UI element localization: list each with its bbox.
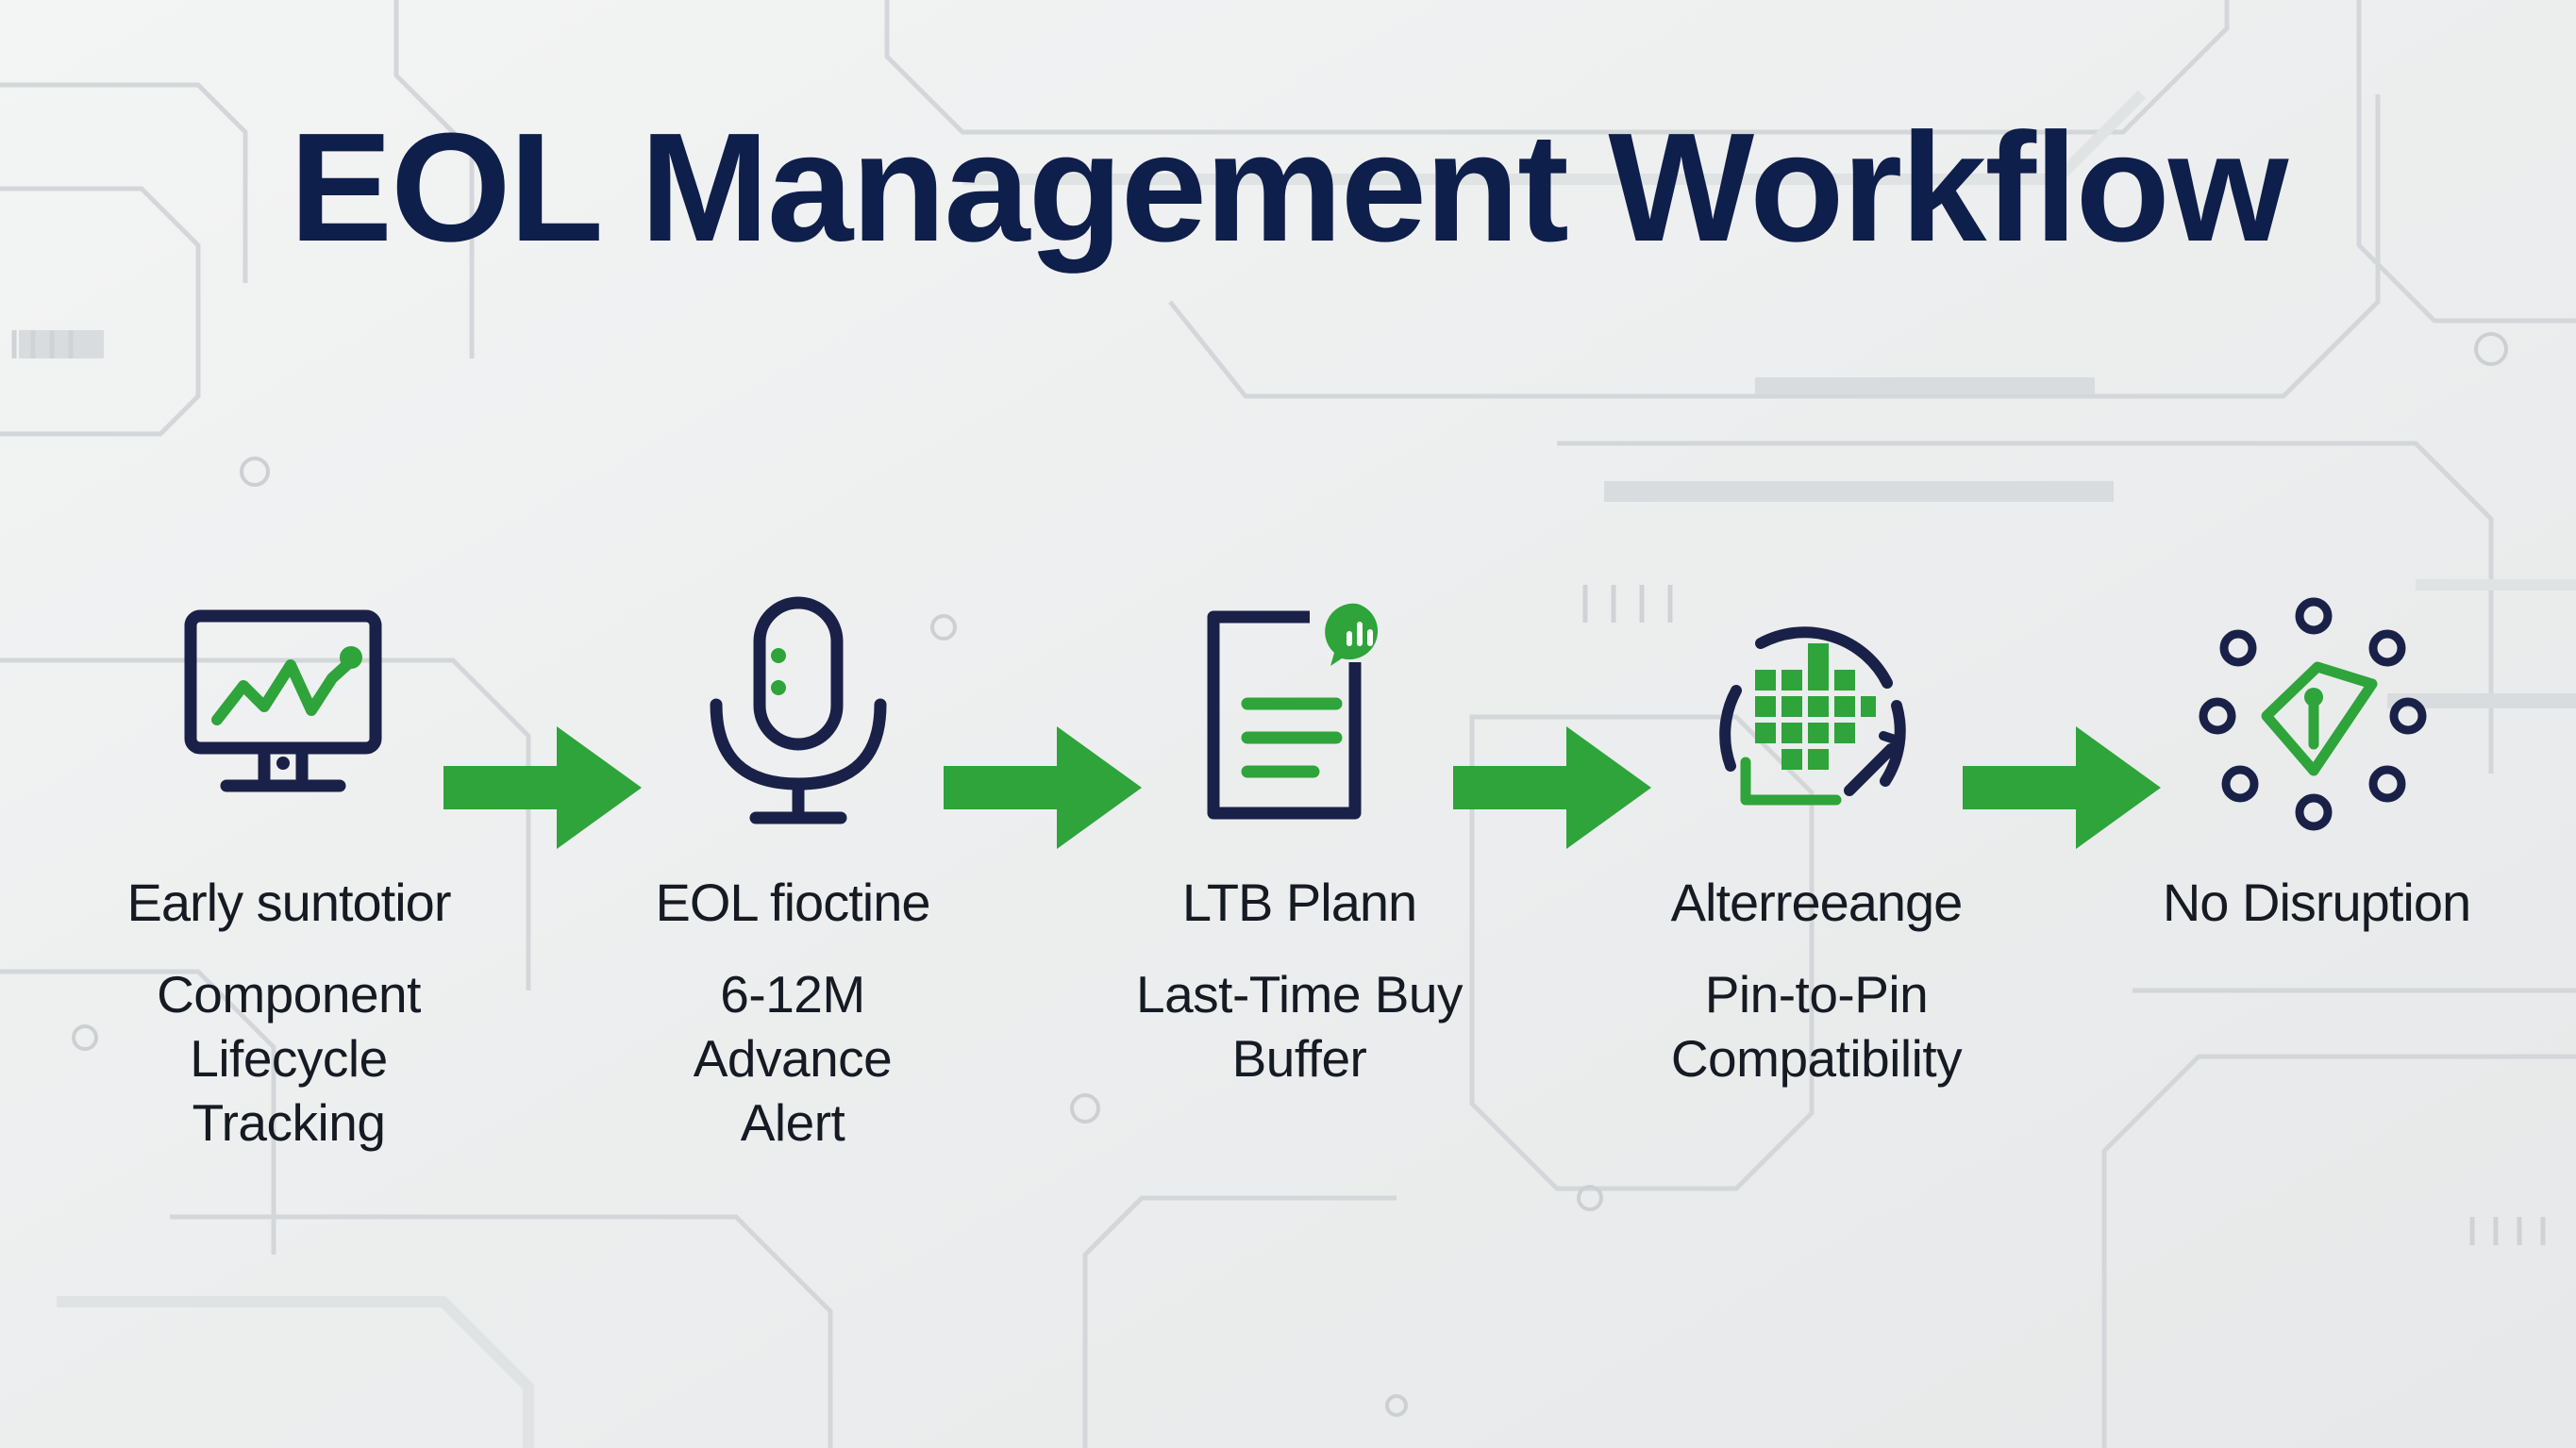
step-description: 6-12M Advance Alert [693, 965, 893, 1152]
page-title: EOL Management Workflow [289, 101, 2289, 274]
step-no-disruption: No Disruption [2071, 860, 2562, 945]
arrow-icon [944, 726, 1142, 849]
step-description: Pin-to-Pin Compatibility [1670, 965, 1963, 1088]
step-label: Early suntotior [126, 873, 452, 932]
step-ltb-plan: LTB Plann Last-Time Buy Buffer [1054, 860, 1545, 1090]
document-icon [1189, 603, 1415, 830]
monitor-chart-icon [170, 599, 396, 825]
arrow-icon [443, 726, 642, 849]
step-label: No Disruption [2162, 873, 2471, 932]
step-description: Component Lifecycle Tracking [157, 965, 421, 1152]
step-eol-notice: EOL fioctine 6-12M Advance Alert [547, 860, 1038, 1155]
chip-grid-icon [1698, 615, 1925, 841]
step-label: LTB Plann [1181, 873, 1417, 932]
step-alternative: Alterreeange Pin-to-Pin Compatibility [1571, 860, 2062, 1090]
arrow-icon [1963, 726, 2161, 849]
network-pen-icon [2199, 597, 2427, 831]
step-description: Last-Time Buy Buffer [1135, 965, 1464, 1088]
arrow-icon [1453, 726, 1651, 849]
step-label: Alterreeange [1670, 873, 1964, 932]
step-early-tracking: Early suntotior Component Lifecycle Trac… [43, 860, 534, 1155]
step-label: EOL fioctine [655, 873, 931, 932]
microphone-icon [684, 596, 911, 825]
